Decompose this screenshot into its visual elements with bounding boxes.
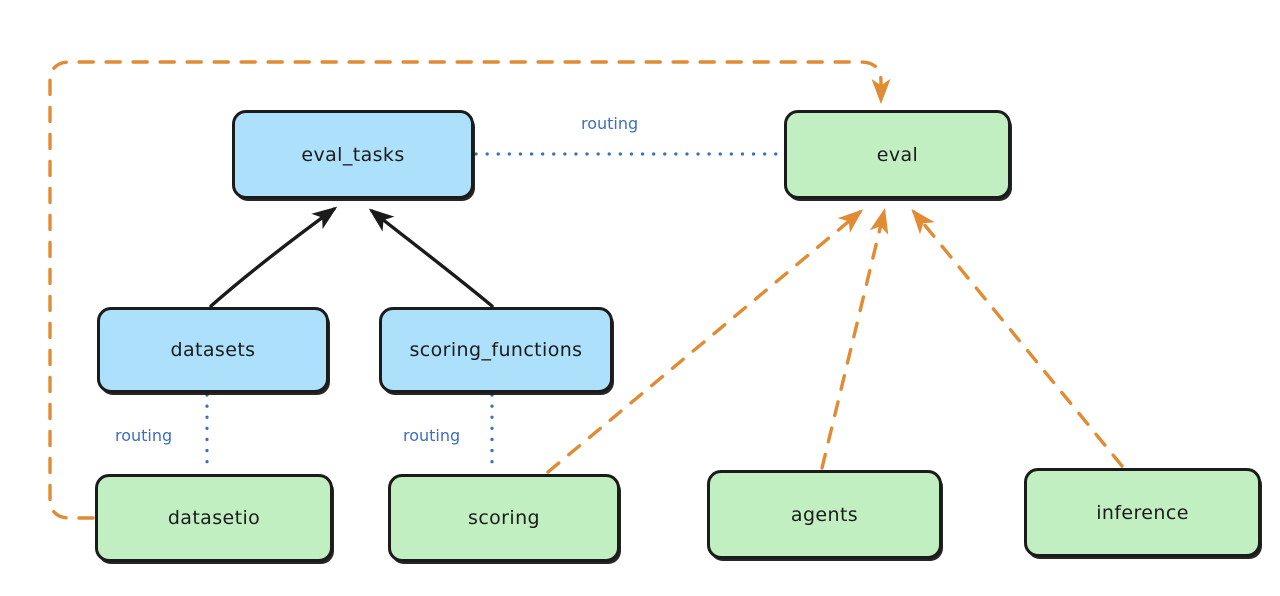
edge-datasets-to-eval-tasks	[209, 206, 338, 308]
edge-scoring-functions-to-eval-tasks	[368, 208, 494, 308]
node-eval-tasks[interactable]: eval_tasks	[232, 110, 474, 199]
node-datasets[interactable]: datasets	[97, 307, 329, 393]
node-label-datasetio: datasetio	[167, 507, 261, 529]
edge-dep-inference-to-eval	[911, 208, 1124, 468]
node-inference[interactable]: inference	[1024, 468, 1261, 557]
node-scoring[interactable]: scoring	[388, 474, 620, 562]
node-label-scoring: scoring	[468, 507, 540, 529]
node-label-inference: inference	[1096, 501, 1189, 524]
node-eval[interactable]: eval	[784, 110, 1011, 199]
node-label-eval-tasks: eval_tasks	[301, 143, 405, 166]
edge-label-routing-scoring-functions-scoring: routing	[400, 426, 464, 445]
edge-label-routing-datasets-datasetio: routing	[112, 426, 176, 445]
edge-dep-agents-to-eval	[820, 208, 889, 470]
node-label-agents: agents	[790, 503, 859, 526]
node-label-scoring-functions: scoring_functions	[409, 339, 583, 361]
node-agents[interactable]: agents	[707, 470, 942, 559]
edge-dep-datasetio-to-eval	[48, 60, 891, 520]
node-label-eval: eval	[876, 143, 919, 166]
node-scoring-functions[interactable]: scoring_functions	[379, 307, 613, 393]
edge-dep-scoring-to-eval	[546, 209, 864, 474]
edge-label-routing-eval-tasks-eval: routing	[578, 114, 642, 133]
node-datasetio[interactable]: datasetio	[95, 474, 333, 562]
node-label-datasets: datasets	[170, 339, 256, 361]
